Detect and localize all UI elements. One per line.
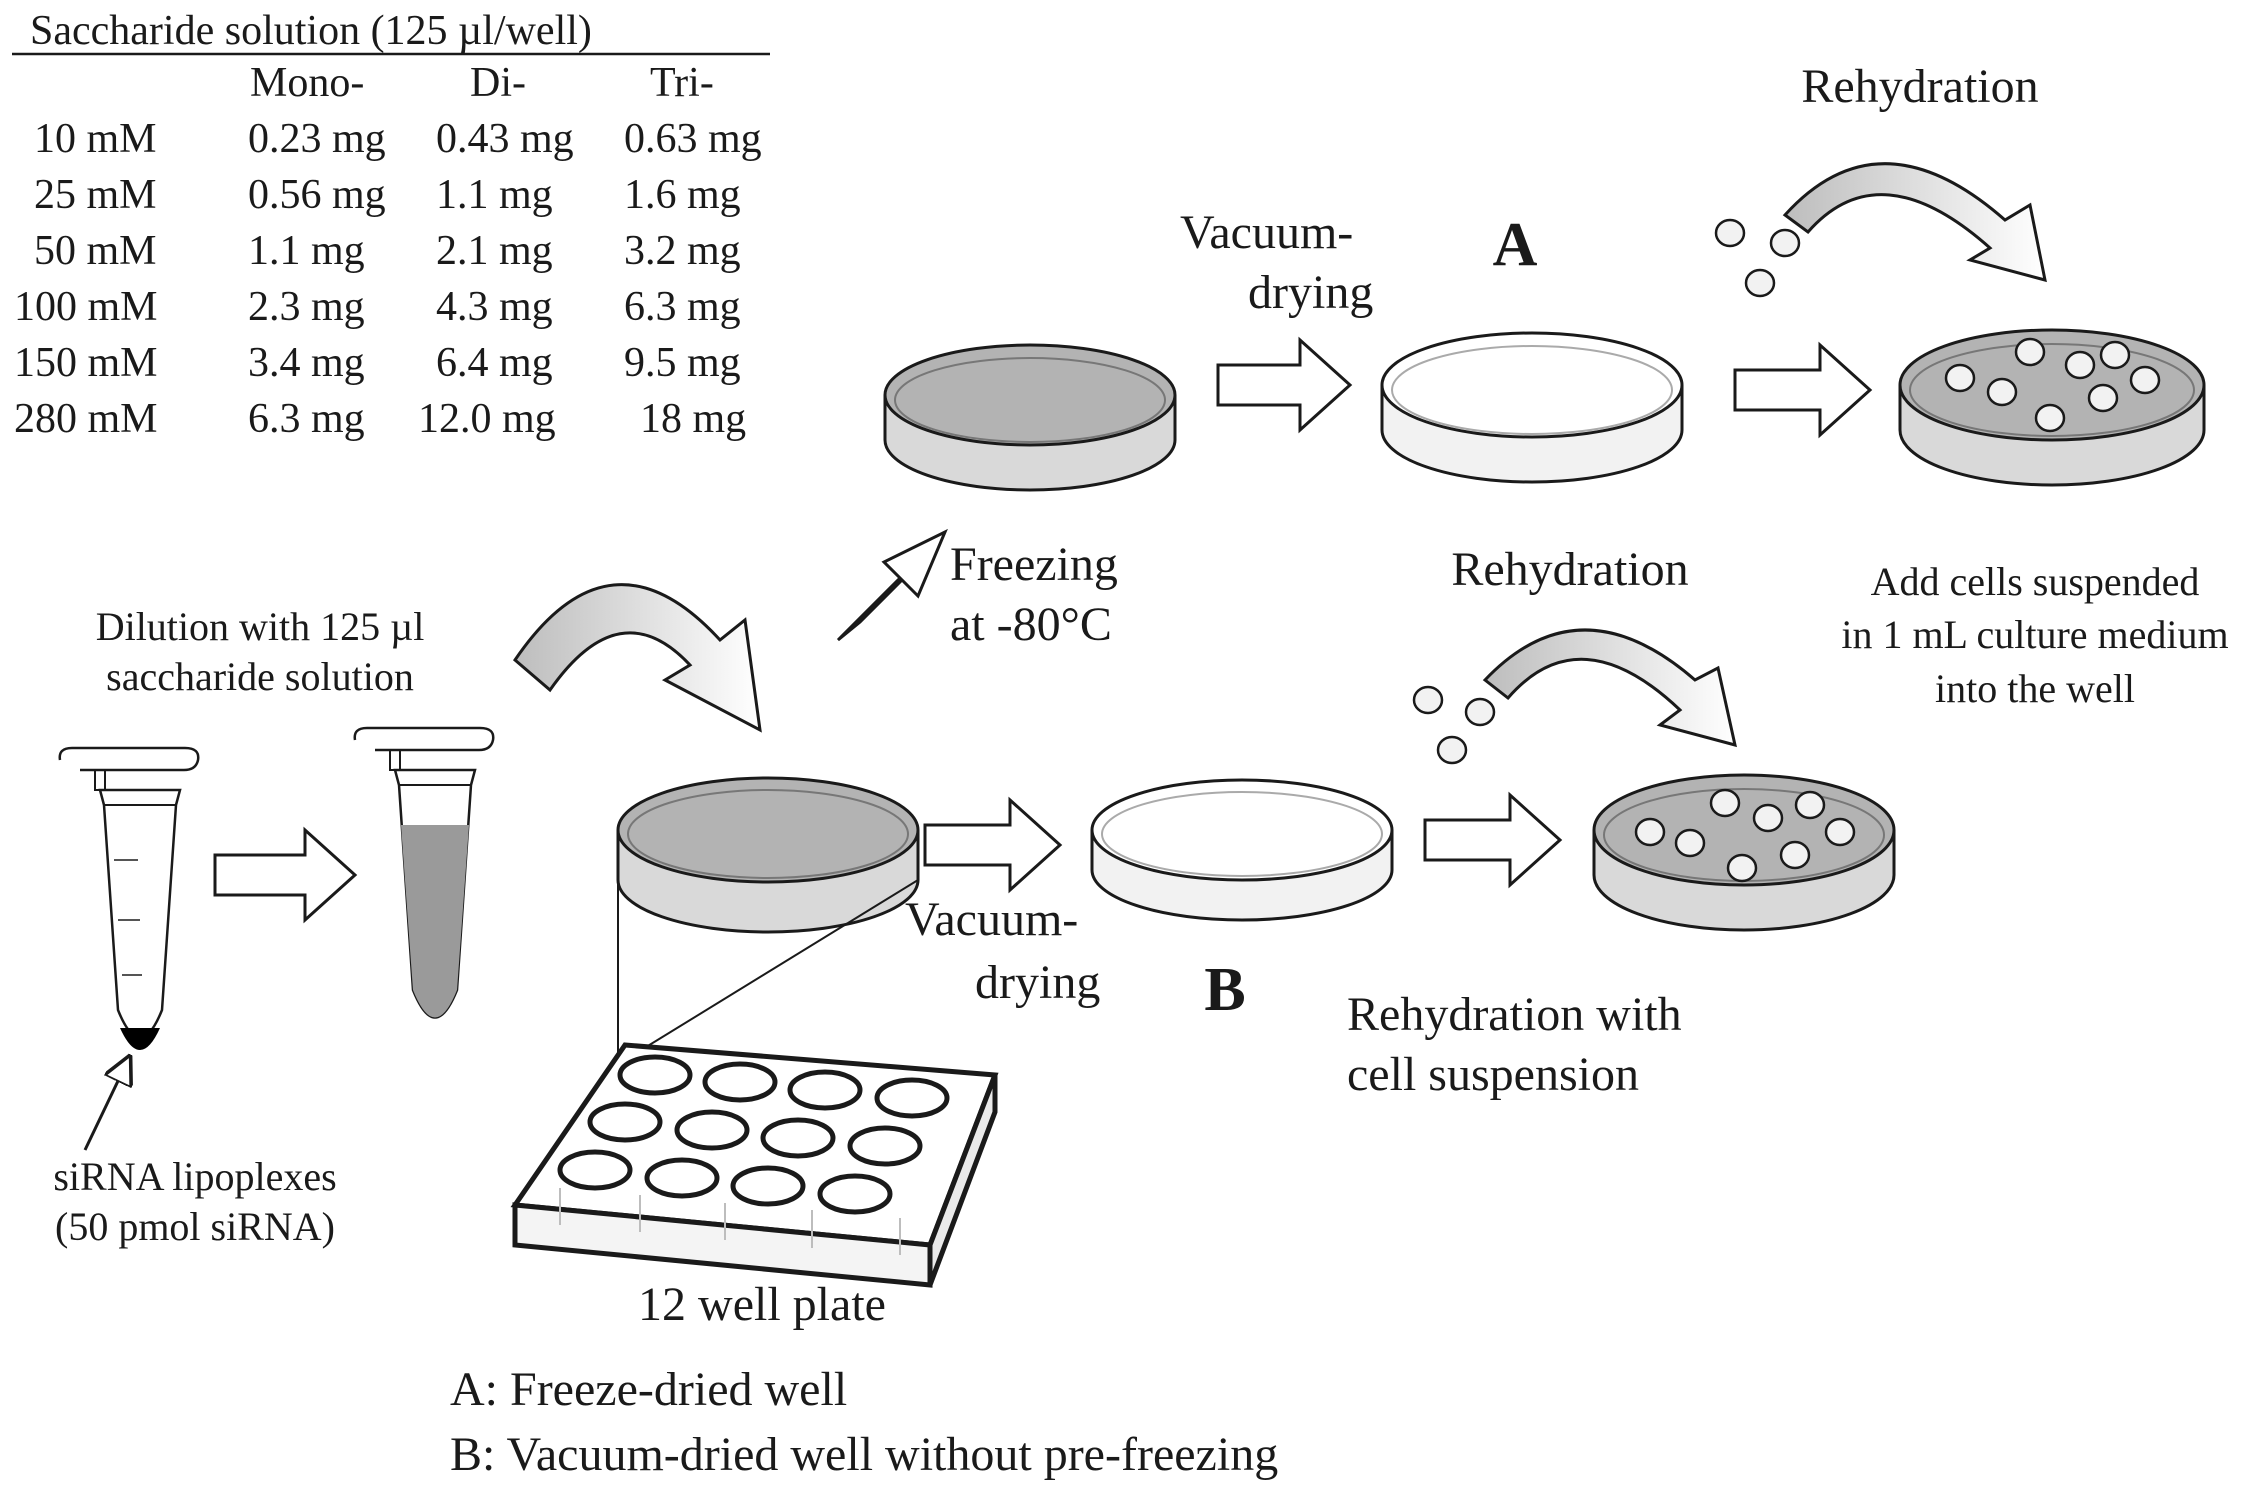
- vacuum-bottom-arrow: [923, 796, 1063, 894]
- table-cell-tri: 1.6 mg: [624, 172, 741, 218]
- dried-petri-dish-a: [1380, 331, 1684, 484]
- twelve-well-plate: [510, 1042, 999, 1288]
- freezing-label-line1: Freezing: [950, 538, 1118, 591]
- table-cell-tri: 0.63 mg: [624, 116, 762, 162]
- rehydration-bottom-arrow: [1423, 791, 1563, 889]
- frozen-petri-dish: [883, 343, 1177, 492]
- rehydrated-petri-dish-b: [1592, 773, 1896, 932]
- table-cell-mono: 6.3 mg: [248, 396, 365, 442]
- table-row: 100 mM 2.3 mg 4.3 mg 6.3 mg: [14, 284, 741, 330]
- vacuum-top-label-line2: drying: [1248, 266, 1373, 319]
- table-row: 50 mM 1.1 mg 2.1 mg 3.2 mg: [34, 228, 741, 274]
- vacuum-top-arrow: [1216, 336, 1353, 434]
- table-header-di: Di-: [470, 60, 526, 106]
- table-cell-mono: 2.3 mg: [248, 284, 365, 330]
- legend-b: B: Vacuum-dried well without pre-freezin…: [450, 1428, 1278, 1481]
- rehydration-cells-label-line2: cell suspension: [1347, 1048, 1639, 1101]
- table-cell-mono: 3.4 mg: [248, 340, 365, 386]
- center-petri-dish: [616, 776, 920, 934]
- table-header-tri: Tri-: [650, 60, 714, 106]
- cells: [1634, 788, 1856, 883]
- add-cells-label-line3: into the well: [1935, 666, 2135, 711]
- cells: [1944, 337, 2161, 433]
- table-cell-tri: 3.2 mg: [624, 228, 741, 274]
- table-header-mono: Mono-: [250, 60, 364, 106]
- sirna-pointer-arrow: [83, 1060, 128, 1151]
- vacuum-top-label-line1: Vacuum-: [1180, 206, 1353, 259]
- table-row: 25 mM 0.56 mg 1.1 mg 1.6 mg: [34, 172, 741, 218]
- zoom-line: [624, 879, 919, 1061]
- dilution-label-line1: Dilution with 125 µl: [96, 604, 425, 649]
- rehydration-top-curved-arrow: [1782, 162, 2047, 283]
- legend-a: A: Freeze-dried well: [450, 1363, 847, 1416]
- table-cell-tri: 18 mg: [640, 396, 746, 442]
- transfer-curved-arrow: [513, 583, 762, 733]
- freezing-arrow-outline: [836, 528, 948, 642]
- freezing-label-line2: at -80°C: [950, 598, 1112, 651]
- table-title: Saccharide solution (125 µl/well): [30, 8, 592, 54]
- dried-petri-dish-b: [1090, 778, 1394, 922]
- table-cell-di: 6.4 mg: [436, 340, 553, 386]
- filled-tube-icon: [353, 726, 495, 1019]
- rehydration-mid-label: Rehydration: [1451, 543, 1688, 596]
- cell-droplets-top: [1714, 218, 1801, 298]
- rehydration-top-label: Rehydration: [1801, 60, 2038, 113]
- sirna-label-line1: siRNA lipoplexes: [53, 1154, 336, 1199]
- table-cell-tri: 6.3 mg: [624, 284, 741, 330]
- table-cell-di: 12.0 mg: [418, 396, 556, 442]
- sirna-label-line2: (50 pmol siRNA): [55, 1204, 335, 1249]
- rehydration-top-arrow: [1733, 341, 1873, 439]
- table-cell-di: 0.43 mg: [436, 116, 574, 162]
- plate-label: 12 well plate: [638, 1278, 886, 1331]
- add-cells-label-line2: in 1 mL culture medium: [1841, 612, 2228, 657]
- table-cell-conc: 25 mM: [34, 172, 157, 218]
- rehydrated-petri-dish-a: [1898, 328, 2206, 487]
- table-cell-conc: 280 mM: [14, 396, 158, 442]
- table-cell-di: 2.1 mg: [436, 228, 553, 274]
- table-cell-conc: 10 mM: [34, 116, 157, 162]
- empty-tube-icon: [58, 746, 200, 1050]
- vacuum-bottom-label-line1: Vacuum-: [905, 893, 1078, 946]
- table-cell-mono: 0.23 mg: [248, 116, 386, 162]
- saccharide-table: Saccharide solution (125 µl/well) Mono- …: [12, 8, 770, 442]
- table-cell-mono: 0.56 mg: [248, 172, 386, 218]
- table-cell-di: 1.1 mg: [436, 172, 553, 218]
- table-cell-tri: 9.5 mg: [624, 340, 741, 386]
- table-row: 10 mM 0.23 mg 0.43 mg 0.63 mg: [34, 116, 762, 162]
- table-row: 150 mM 3.4 mg 6.4 mg 9.5 mg: [14, 340, 741, 386]
- table-cell-conc: 150 mM: [14, 340, 158, 386]
- dilution-arrow: [213, 826, 358, 924]
- table-cell-conc: 100 mM: [14, 284, 158, 330]
- add-cells-label-line1: Add cells suspended: [1871, 559, 2200, 604]
- cell-droplets-mid: [1412, 685, 1496, 765]
- table-cell-di: 4.3 mg: [436, 284, 553, 330]
- marker-b: B: [1204, 956, 1245, 1024]
- plate-wells: [557, 1054, 950, 1215]
- dilution-label-line2: saccharide solution: [106, 654, 414, 699]
- table-cell-mono: 1.1 mg: [248, 228, 365, 274]
- table-row: 280 mM 6.3 mg 12.0 mg 18 mg: [14, 396, 746, 442]
- table-cell-conc: 50 mM: [34, 228, 157, 274]
- vacuum-bottom-label-line2: drying: [975, 956, 1100, 1009]
- marker-a: A: [1493, 211, 1538, 279]
- rehydration-cells-label-line1: Rehydration with: [1347, 988, 1682, 1041]
- rehydration-mid-curved-arrow: [1482, 628, 1737, 748]
